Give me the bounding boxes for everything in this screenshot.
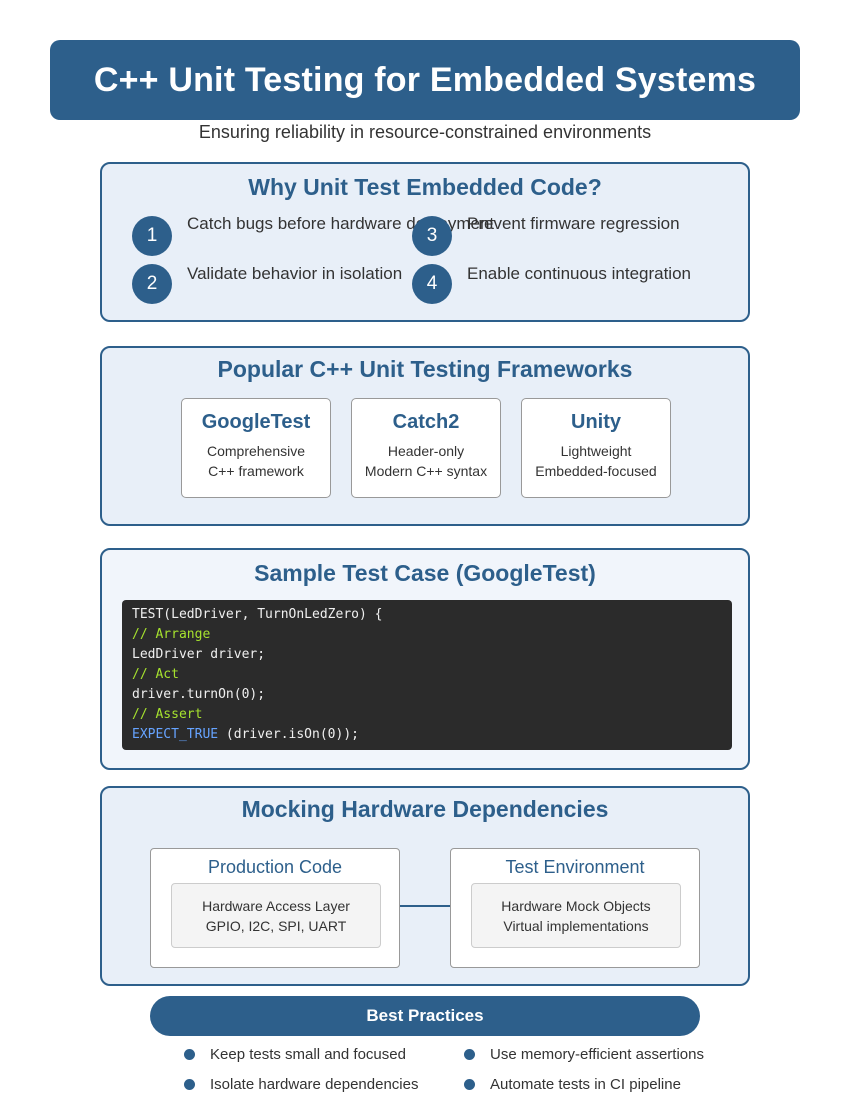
best-practice-item: Keep tests small and focused	[184, 1046, 406, 1063]
reason-number-4: 4	[412, 264, 452, 304]
production-code-box: Production Code Hardware Access Layer GP…	[150, 848, 400, 968]
production-line1: Hardware Access Layer	[202, 898, 350, 914]
sample-test-section: Sample Test Case (GoogleTest) TEST(LedDr…	[100, 548, 750, 770]
best-practice-item: Isolate hardware dependencies	[184, 1076, 418, 1093]
framework-desc-line2: C++ framework	[208, 463, 304, 479]
test-line1: Hardware Mock Objects	[501, 898, 651, 914]
production-line2: GPIO, I2C, SPI, UART	[205, 918, 347, 934]
code-comment: // Act	[132, 667, 179, 682]
reason-number-2: 2	[132, 264, 172, 304]
framework-desc-line1: Lightweight	[560, 443, 632, 459]
test-environment-box: Test Environment Hardware Mock Objects V…	[450, 848, 700, 968]
reason-number-3: 3	[412, 216, 452, 256]
best-practices-title: Best Practices	[366, 1006, 484, 1025]
bullet-icon	[184, 1079, 195, 1090]
sample-test-title: Sample Test Case (GoogleTest)	[254, 560, 596, 586]
framework-card-catch2: Catch2 Header-only Modern C++ syntax	[351, 398, 501, 498]
framework-card-unity: Unity Lightweight Embedded-focused	[521, 398, 671, 498]
frameworks-section: Popular C++ Unit Testing Frameworks Goog…	[100, 346, 750, 526]
bullet-icon	[464, 1049, 475, 1060]
best-practice-item: Use memory-efficient assertions	[464, 1046, 704, 1063]
framework-desc-line2: Embedded-focused	[535, 463, 657, 479]
frameworks-section-title: Popular C++ Unit Testing Frameworks	[217, 356, 633, 382]
why-section: Why Unit Test Embedded Code? 1 Catch bug…	[100, 162, 750, 322]
framework-name: Unity	[571, 411, 621, 433]
code-line: driver.turnOn(0);	[132, 687, 266, 702]
code-macro: EXPECT_TRUE	[132, 727, 219, 742]
best-practice-item: Automate tests in CI pipeline	[464, 1076, 681, 1093]
bullet-icon	[184, 1049, 195, 1060]
best-practices-banner: Best Practices	[150, 996, 700, 1036]
code-comment: // Arrange	[132, 627, 211, 642]
reason-text-4: Enable continuous integration	[467, 264, 691, 283]
header-banner: C++ Unit Testing for Embedded Systems	[50, 40, 800, 120]
best-practice-text: Keep tests small and focused	[210, 1046, 406, 1063]
best-practice-text: Use memory-efficient assertions	[490, 1046, 704, 1063]
best-practice-text: Automate tests in CI pipeline	[490, 1076, 681, 1093]
framework-name: GoogleTest	[201, 411, 311, 433]
bullet-icon	[464, 1079, 475, 1090]
why-section-title: Why Unit Test Embedded Code?	[248, 174, 602, 200]
hardware-mock-objects-box: Hardware Mock Objects Virtual implementa…	[471, 883, 681, 948]
mocking-section-title: Mocking Hardware Dependencies	[241, 796, 609, 822]
hardware-access-layer-box: Hardware Access Layer GPIO, I2C, SPI, UA…	[171, 883, 381, 948]
code-line-assert: EXPECT_TRUE (driver.isOn(0));	[132, 725, 722, 745]
framework-name: Catch2	[392, 411, 460, 433]
reason-text-2: Validate behavior in isolation	[187, 264, 403, 283]
code-line: LedDriver driver;	[132, 647, 266, 662]
test-environment-title: Test Environment	[505, 857, 645, 877]
framework-card-googletest: GoogleTest Comprehensive C++ framework	[181, 398, 331, 498]
code-comment: // Assert	[132, 707, 203, 722]
framework-desc-line1: Comprehensive	[206, 443, 306, 459]
page-subtitle: Ensuring reliability in resource-constra…	[198, 122, 652, 142]
mocking-section: Mocking Hardware Dependencies Production…	[100, 786, 750, 986]
test-line2: Virtual implementations	[503, 918, 649, 934]
code-args: (driver.isOn(0));	[218, 727, 359, 742]
best-practice-text: Isolate hardware dependencies	[210, 1076, 419, 1093]
reason-number-1: 1	[132, 216, 172, 256]
code-block: TEST(LedDriver, TurnOnLedZero) { // Arra…	[122, 600, 732, 750]
framework-desc-line1: Header-only	[387, 443, 465, 459]
page-title: C++ Unit Testing for Embedded Systems	[93, 60, 757, 99]
reason-text-3: Prevent firmware regression	[467, 214, 680, 233]
production-code-title: Production Code	[207, 857, 343, 877]
code-line: TEST(LedDriver, TurnOnLedZero) {	[132, 607, 383, 622]
framework-desc-line2: Modern C++ syntax	[364, 463, 488, 479]
